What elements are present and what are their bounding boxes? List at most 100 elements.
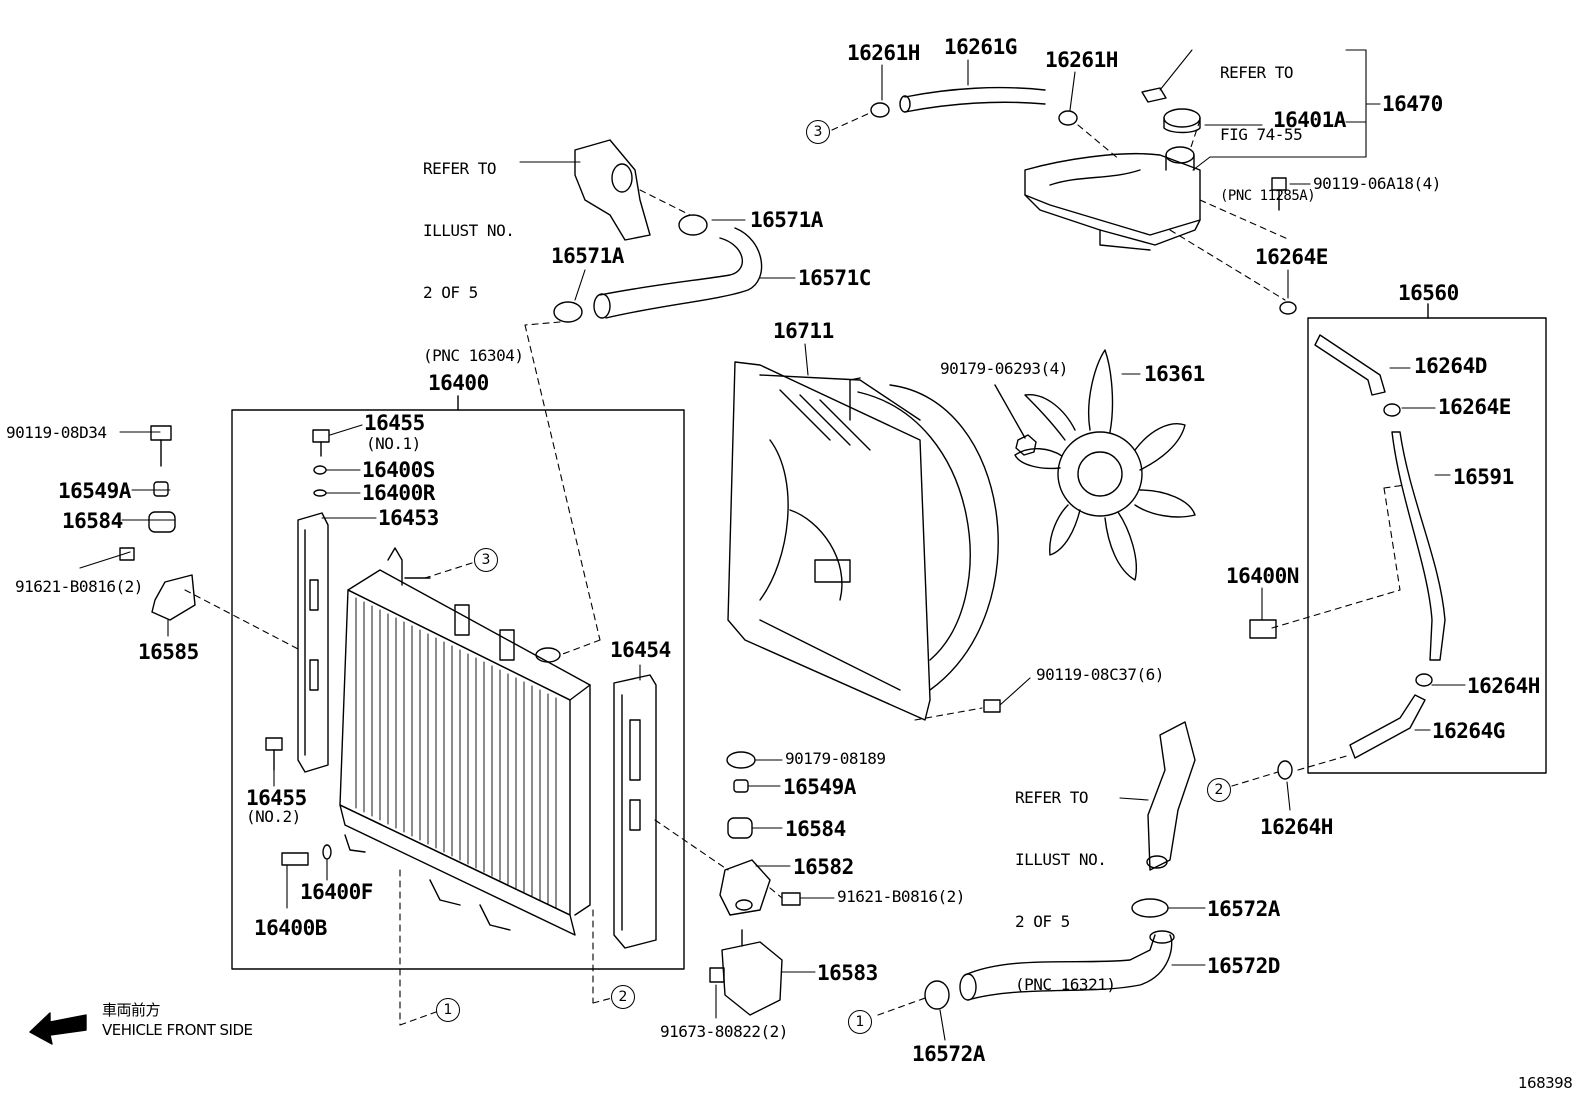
label-16455-no1: 16455 xyxy=(364,411,425,435)
label-16583: 16583 xyxy=(817,961,878,985)
label-16582: 16582 xyxy=(793,855,854,879)
label-16264H-upper: 16264H xyxy=(1467,674,1540,698)
label-16584-left: 16584 xyxy=(62,509,123,533)
cushion-16584-right xyxy=(727,817,753,839)
label-16711: 16711 xyxy=(773,319,834,343)
note-thermostat-line4: (PNC 16304) xyxy=(423,345,524,365)
label-90179-08189: 90179-08189 xyxy=(785,749,886,768)
label-16261H-left: 16261H xyxy=(847,41,920,65)
label-16361: 16361 xyxy=(1144,362,1205,386)
callout-3-radiator: 3 xyxy=(474,548,498,572)
label-16470: 16470 xyxy=(1382,92,1443,116)
label-16455-no2: 16455 xyxy=(246,786,307,810)
label-16400B: 16400B xyxy=(254,916,327,940)
bolt-16455-bottom xyxy=(265,737,283,771)
label-16560: 16560 xyxy=(1398,281,1459,305)
cooling-fan xyxy=(1014,349,1196,581)
label-16549A-left: 16549A xyxy=(58,479,131,503)
radiator-support-left xyxy=(297,512,329,773)
leader-lines xyxy=(79,49,1466,1041)
bracket-16585 xyxy=(151,574,196,621)
label-16571C: 16571C xyxy=(798,266,871,290)
radiator-core xyxy=(339,547,591,936)
label-16400F: 16400F xyxy=(300,880,373,904)
label-16400S: 16400S xyxy=(362,458,435,482)
cushion-16584-left xyxy=(148,511,176,533)
reserve-tank-cap xyxy=(1163,108,1201,134)
note-tank-line1: REFER TO xyxy=(1220,62,1294,82)
cushion-16549A-left xyxy=(153,481,169,497)
note-inlet-line2: ILLUST NO. xyxy=(1015,849,1107,869)
note-tank-line3: (PNC 11285A) xyxy=(1220,188,1316,205)
dashed-connections xyxy=(184,111,1406,1026)
label-16264G: 16264G xyxy=(1432,719,1505,743)
hose-16591 xyxy=(1391,431,1446,661)
clamp-16572A-lower xyxy=(924,980,950,1010)
bolt-90119-08C37 xyxy=(983,699,1001,713)
front-arrow-icon xyxy=(29,1012,87,1045)
hose-16264G xyxy=(1349,694,1426,759)
note-inlet-line4: (PNC 16321) xyxy=(1015,974,1116,994)
label-16400: 16400 xyxy=(428,371,489,395)
drain-cock-16400B xyxy=(281,852,309,866)
front-side-jp: 車両前方 xyxy=(102,1001,161,1019)
bolt-90119-06A18 xyxy=(1271,177,1287,211)
front-side-en: VEHICLE FRONT SIDE xyxy=(102,1021,253,1040)
inlet-hose-kit-box xyxy=(1307,317,1547,774)
clamp-16264H-lower xyxy=(1277,760,1293,780)
clamp-16264E-top xyxy=(1279,301,1297,315)
reserve-tank xyxy=(1024,146,1201,251)
label-16584-right: 16584 xyxy=(785,817,846,841)
bracket-16582 xyxy=(719,859,771,916)
label-90119-08C37: 90119-08C37(6) xyxy=(1036,665,1164,684)
label-90119-08D34: 90119-08D34 xyxy=(6,423,107,442)
label-16400R: 16400R xyxy=(362,481,435,505)
label-91621-B0816-left: 91621-B0816(2) xyxy=(15,577,143,596)
clamp-16261H-left xyxy=(870,102,890,118)
label-16585: 16585 xyxy=(138,640,199,664)
label-90119-06A18: 90119-06A18(4) xyxy=(1313,174,1441,193)
bolt-90119-08D34 xyxy=(150,425,172,467)
note-thermostat-line1: REFER TO xyxy=(423,158,497,178)
hose-16264D xyxy=(1314,334,1386,396)
note-reserve-tank-ref: REFER TO FIG 74-55 (PNC 11285A) xyxy=(1220,21,1316,226)
label-16264D: 16264D xyxy=(1414,354,1487,378)
label-16572A-upper: 16572A xyxy=(1207,897,1280,921)
label-16572D: 16572D xyxy=(1207,954,1280,978)
clamp-16571A-lower xyxy=(553,301,583,323)
note-tank-line2: FIG 74-55 xyxy=(1220,124,1303,144)
clamp-16261H-right xyxy=(1058,110,1078,126)
label-16261H-right: 16261H xyxy=(1045,48,1118,72)
clamp-16571A-upper xyxy=(678,214,708,236)
label-16264H-lower: 16264H xyxy=(1260,815,1333,839)
callout-3-top: 3 xyxy=(806,120,830,144)
hose-16261G xyxy=(899,86,1046,113)
fan-shroud xyxy=(727,361,999,721)
note-thermostat-ref: REFER TO ILLUST NO. 2 OF 5 (PNC 16304) xyxy=(423,117,524,387)
oring-16400F xyxy=(322,844,332,860)
washer-16400S xyxy=(313,465,327,475)
callout-2-radiator: 2 xyxy=(611,985,635,1009)
note-thermostat-line3: 2 OF 5 xyxy=(423,283,478,303)
hose-16572D xyxy=(959,930,1175,1001)
mount-16583 xyxy=(721,929,783,1016)
label-16455-no2-sub: (NO.2) xyxy=(246,807,301,826)
oring-16400R xyxy=(313,489,327,497)
label-91621-B0816-right: 91621-B0816(2) xyxy=(837,887,965,906)
label-91673-80822: 91673-80822(2) xyxy=(660,1022,788,1041)
note-water-inlet-ref: REFER TO ILLUST NO. 2 OF 5 (PNC 16321) xyxy=(1015,746,1116,1016)
reserve-tank-tag xyxy=(1141,87,1167,103)
label-90179-06293: 90179-06293(4) xyxy=(940,359,1068,378)
callout-1-lower-hose: 1 xyxy=(848,1010,872,1034)
note-inlet-line3: 2 OF 5 xyxy=(1015,912,1070,932)
hose-16571C xyxy=(593,227,763,319)
clip-16400N xyxy=(1249,619,1277,639)
note-inlet-line1: REFER TO xyxy=(1015,787,1089,807)
water-outlet-housing xyxy=(574,139,651,241)
label-16455-no1-sub: (NO.1) xyxy=(366,434,421,453)
callout-2-inlet-hose: 2 xyxy=(1207,778,1231,802)
label-16400N: 16400N xyxy=(1226,564,1299,588)
label-16591: 16591 xyxy=(1453,465,1514,489)
clamp-16264E xyxy=(1383,403,1401,417)
bolt-91621-right xyxy=(781,892,801,906)
